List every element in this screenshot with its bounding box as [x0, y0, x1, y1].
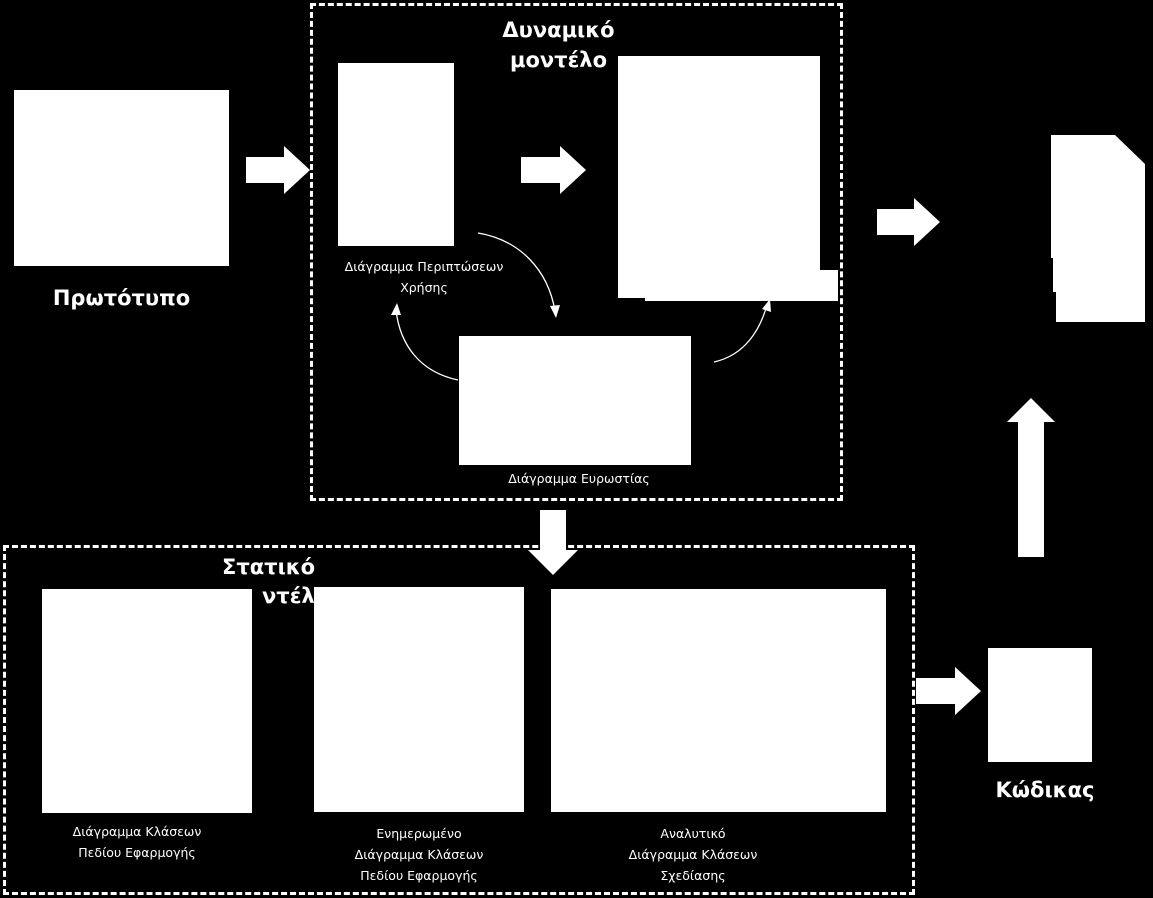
dynamic-diagram-box	[618, 56, 820, 298]
robustness-diagram-caption: Διάγραμμα Ευρωστίας	[508, 471, 650, 486]
updated-caption-line1: Ενημερωμένο	[376, 826, 462, 841]
detailed-caption-line2: Διάγραμμα Κλάσεων	[628, 847, 758, 862]
dynamic-diagram-box-extension	[645, 270, 838, 301]
static-model-title-line1: Στατικό	[222, 555, 316, 579]
curve-head-usecase-icon	[391, 303, 401, 315]
use-case-caption-line1: Διάγραμμα Περιπτώσεων	[344, 259, 504, 274]
domain-class-caption-line1: Διάγραμμα Κλάσεων	[72, 824, 202, 839]
dynamic-model-title: Δυναμικό μοντέλο	[496, 15, 621, 75]
detailed-caption-line1: Αναλυτικό	[660, 826, 726, 841]
arrow-usecase-to-dynamic-diagram-icon	[521, 146, 586, 194]
curve-head-dynamic-icon	[762, 299, 771, 312]
arrow-prototype-to-dynamic-icon	[246, 146, 310, 194]
use-case-diagram-box	[338, 63, 454, 246]
detailed-class-diagram-caption: Αναλυτικό Διάγραμμα Κλάσεων Σχεδίασης	[586, 823, 800, 886]
curve-usecase-to-robustness	[477, 232, 556, 312]
detailed-caption-line3: Σχεδίασης	[660, 868, 726, 883]
updated-caption-line2: Διάγραμμα Κλάσεων	[354, 847, 484, 862]
dynamic-model-frame	[310, 3, 843, 501]
robustness-diagram-box	[459, 336, 691, 465]
arrow-dynamic-to-static-icon	[528, 510, 578, 575]
domain-class-diagram-caption: Διάγραμμα Κλάσεων Πεδίου Εφαρμογής	[30, 821, 244, 863]
use-case-caption-line2: Χρήσης	[400, 280, 448, 295]
detailed-class-diagram-box	[551, 589, 886, 812]
code-box	[988, 648, 1092, 762]
document-stack-icon	[1051, 135, 1145, 322]
dynamic-model-title-line2: μοντέλο	[510, 48, 607, 72]
curve-head-robustness-icon	[550, 305, 560, 318]
use-case-diagram-caption: Διάγραμμα Περιπτώσεων Χρήσης	[316, 256, 532, 298]
static-model-frame	[3, 545, 915, 895]
arrow-dynamic-to-document-icon	[877, 198, 940, 246]
arrow-static-to-code-icon	[916, 667, 981, 715]
updated-caption-line3: Πεδίου Εφαρμογής	[360, 868, 478, 883]
domain-class-diagram-box	[42, 589, 252, 813]
dynamic-model-title-line1: Δυναμικό	[502, 18, 615, 42]
domain-class-caption-line2: Πεδίου Εφαρμογής	[78, 845, 196, 860]
prototype-box	[14, 90, 229, 266]
curve-robustness-to-usecase	[395, 309, 459, 381]
updated-class-diagram-box	[314, 587, 524, 812]
curve-robustness-to-dynamic	[713, 304, 768, 363]
code-label: Κώδικας	[995, 778, 1095, 802]
prototype-label: Πρωτότυπο	[52, 286, 191, 310]
updated-class-diagram-caption: Ενημερωμένο Διάγραμμα Κλάσεων Πεδίου Εφα…	[312, 823, 526, 886]
arrow-code-to-document-icon	[1007, 398, 1055, 557]
